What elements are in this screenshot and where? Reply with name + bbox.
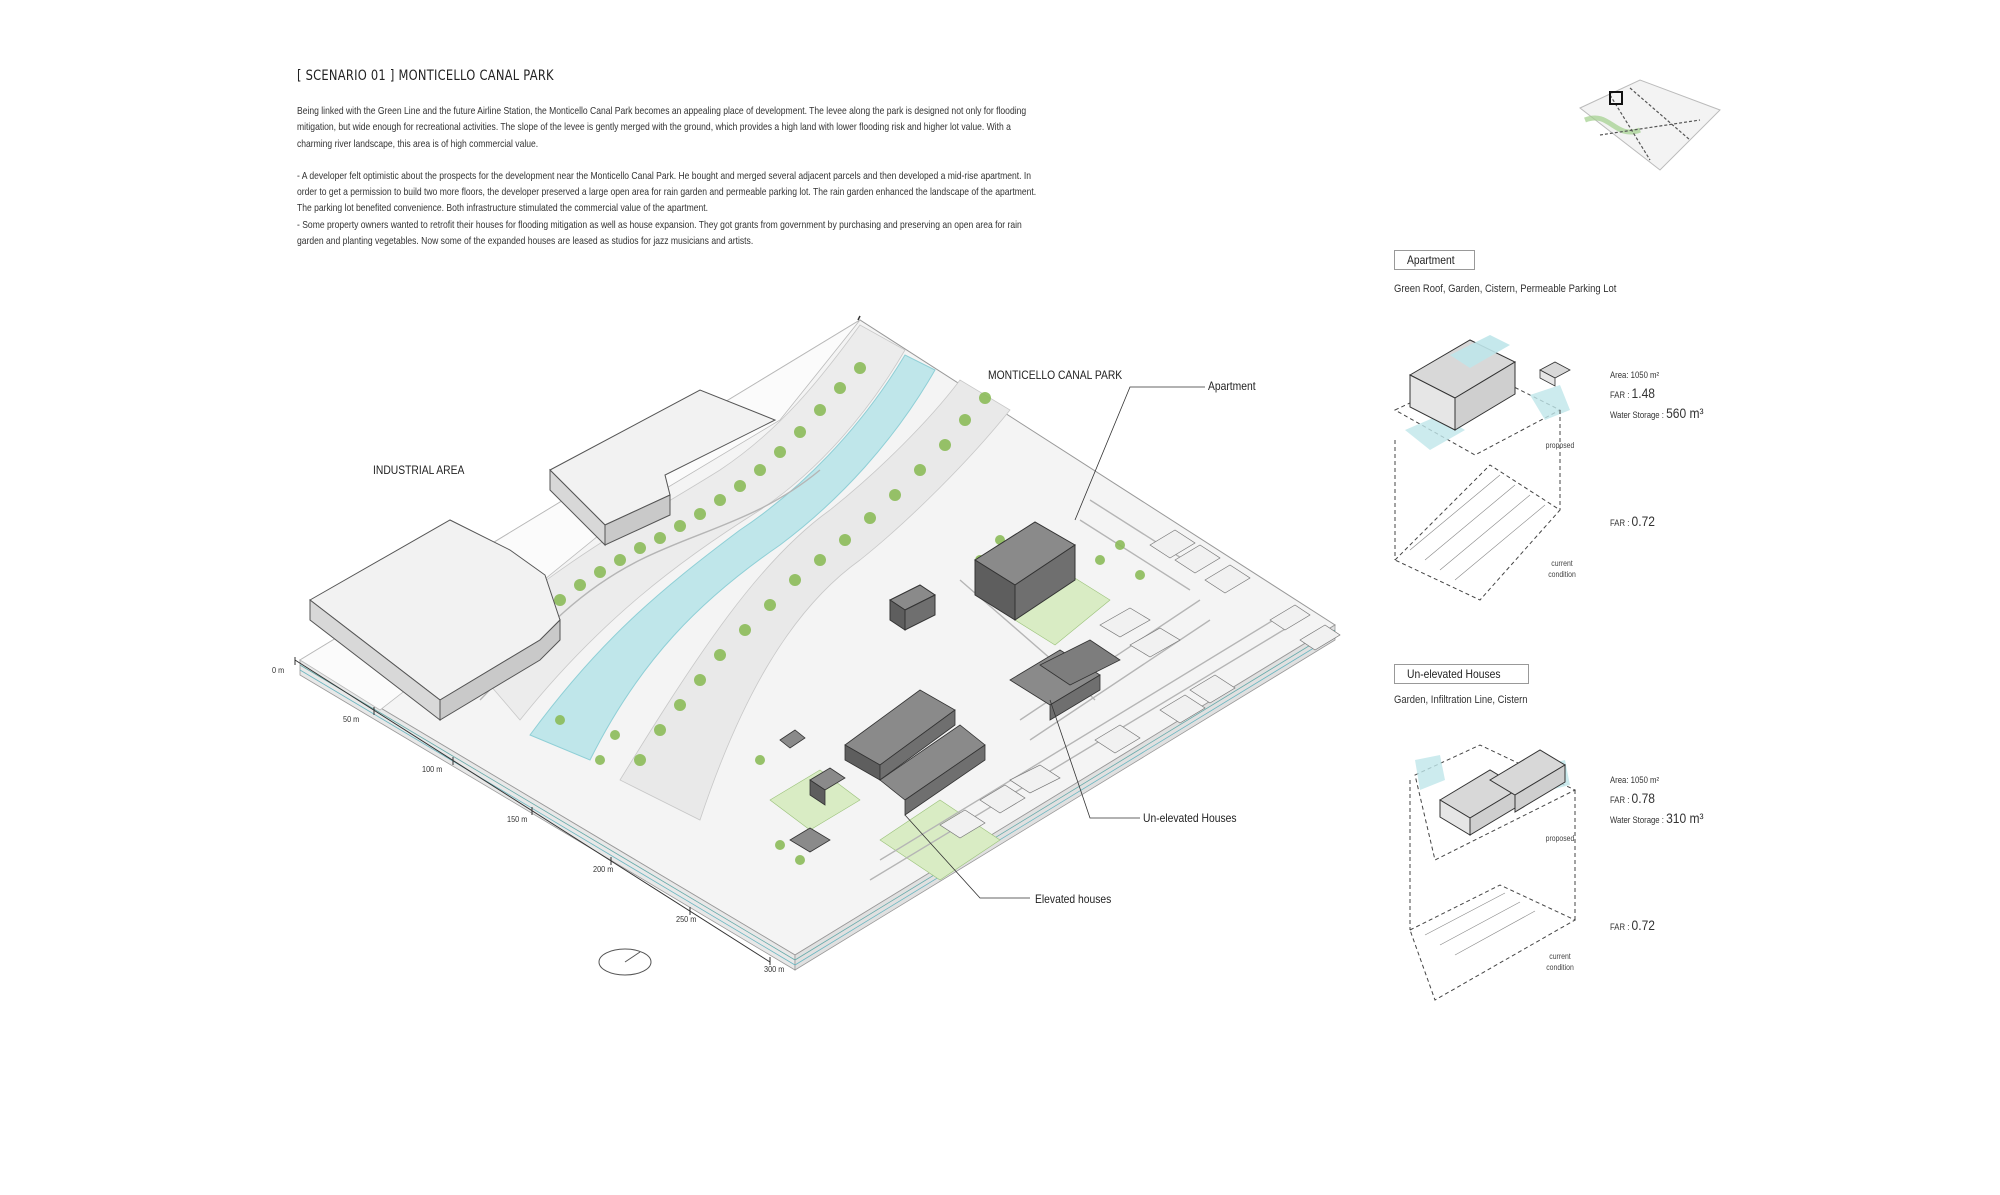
apartment-current-far-label: FAR : — [1610, 518, 1630, 528]
north-arrow-icon — [598, 948, 652, 976]
apartment-label: Apartment — [1208, 379, 1256, 393]
industrial-buildings — [309, 389, 777, 722]
description: Being linked with the Green Line and the… — [297, 104, 1045, 250]
unelevated-water-value: 310 m³ — [1666, 810, 1704, 826]
unelevated-proposed-stats: Area: 1050 m² FAR : 0.78 Water Storage :… — [1610, 771, 1704, 829]
apartment-far-label: FAR : — [1610, 390, 1630, 400]
unelevated-proposed-caption: proposed — [1545, 834, 1575, 843]
unelevated-current-stats: FAR : 0.72 — [1610, 916, 1655, 936]
apartment-proposed-caption: proposed — [1545, 441, 1575, 450]
apartment-current-caption: current condition — [1548, 559, 1576, 579]
unelevated-far-value: 0.78 — [1631, 790, 1655, 806]
apartment-current-far-value: 0.72 — [1631, 513, 1655, 529]
scale-tick-100: 100 m — [422, 764, 443, 774]
apartment-proposed-stats: Area: 1050 m² FAR : 1.48 Water Storage :… — [1610, 366, 1704, 424]
light-houses — [939, 529, 1341, 839]
scale-tick-50: 50 m — [343, 714, 360, 724]
unelevated-far-label: FAR : — [1610, 795, 1630, 805]
dark-houses — [779, 639, 1121, 853]
unelevated-current-far-label: FAR : — [1610, 922, 1630, 932]
trees — [554, 362, 1145, 865]
scale-tick-250: 250 m — [676, 914, 697, 924]
unelevated-houses-label: Un-elevated Houses — [1143, 811, 1237, 825]
unelevated-features: Garden, Infiltration Line, Cistern — [1394, 694, 1528, 706]
elevated-houses-label: Elevated houses — [1035, 892, 1112, 906]
apartment-current-stats: FAR : 0.72 — [1610, 512, 1655, 532]
apartment-water-label: Water Storage : — [1610, 410, 1664, 420]
apartment-building — [889, 521, 1076, 631]
apartment-water-value: 560 m³ — [1666, 405, 1704, 421]
description-paragraph-1: Being linked with the Green Line and the… — [297, 106, 1027, 150]
scale-tick-300: 300 m — [764, 964, 785, 974]
apartment-features: Green Roof, Garden, Cistern, Permeable P… — [1394, 283, 1617, 295]
unelevated-current-far-value: 0.72 — [1631, 917, 1655, 933]
industrial-area-label: INDUSTRIAL AREA — [373, 463, 465, 477]
description-paragraph-2: - A developer felt optimistic about the … — [297, 170, 1037, 215]
canal-park-label: MONTICELLO CANAL PARK — [988, 368, 1123, 382]
unelevated-area: Area: 1050 m² — [1610, 775, 1660, 785]
unelevated-water-label: Water Storage : — [1610, 815, 1664, 825]
north-tick — [857, 315, 861, 321]
canal-water — [529, 354, 936, 761]
leader-lines — [904, 386, 1205, 899]
scale-axis — [294, 657, 771, 965]
apartment-far-value: 1.48 — [1631, 385, 1655, 401]
scale-tick-200: 200 m — [593, 864, 614, 874]
unelevated-panel-title: Un-elevated Houses — [1394, 664, 1529, 684]
description-paragraph-3: - Some property owners wanted to retrofi… — [297, 219, 1022, 248]
unelevated-current-caption: current condition — [1546, 952, 1574, 972]
scale-tick-0: 0 m — [272, 665, 285, 675]
scale-tick-150: 150 m — [507, 814, 528, 824]
apartment-panel-title: Apartment — [1394, 250, 1476, 270]
apartment-area: Area: 1050 m² — [1610, 370, 1660, 380]
page-title: [ SCENARIO 01 ] MONTICELLO CANAL PARK — [297, 68, 554, 84]
